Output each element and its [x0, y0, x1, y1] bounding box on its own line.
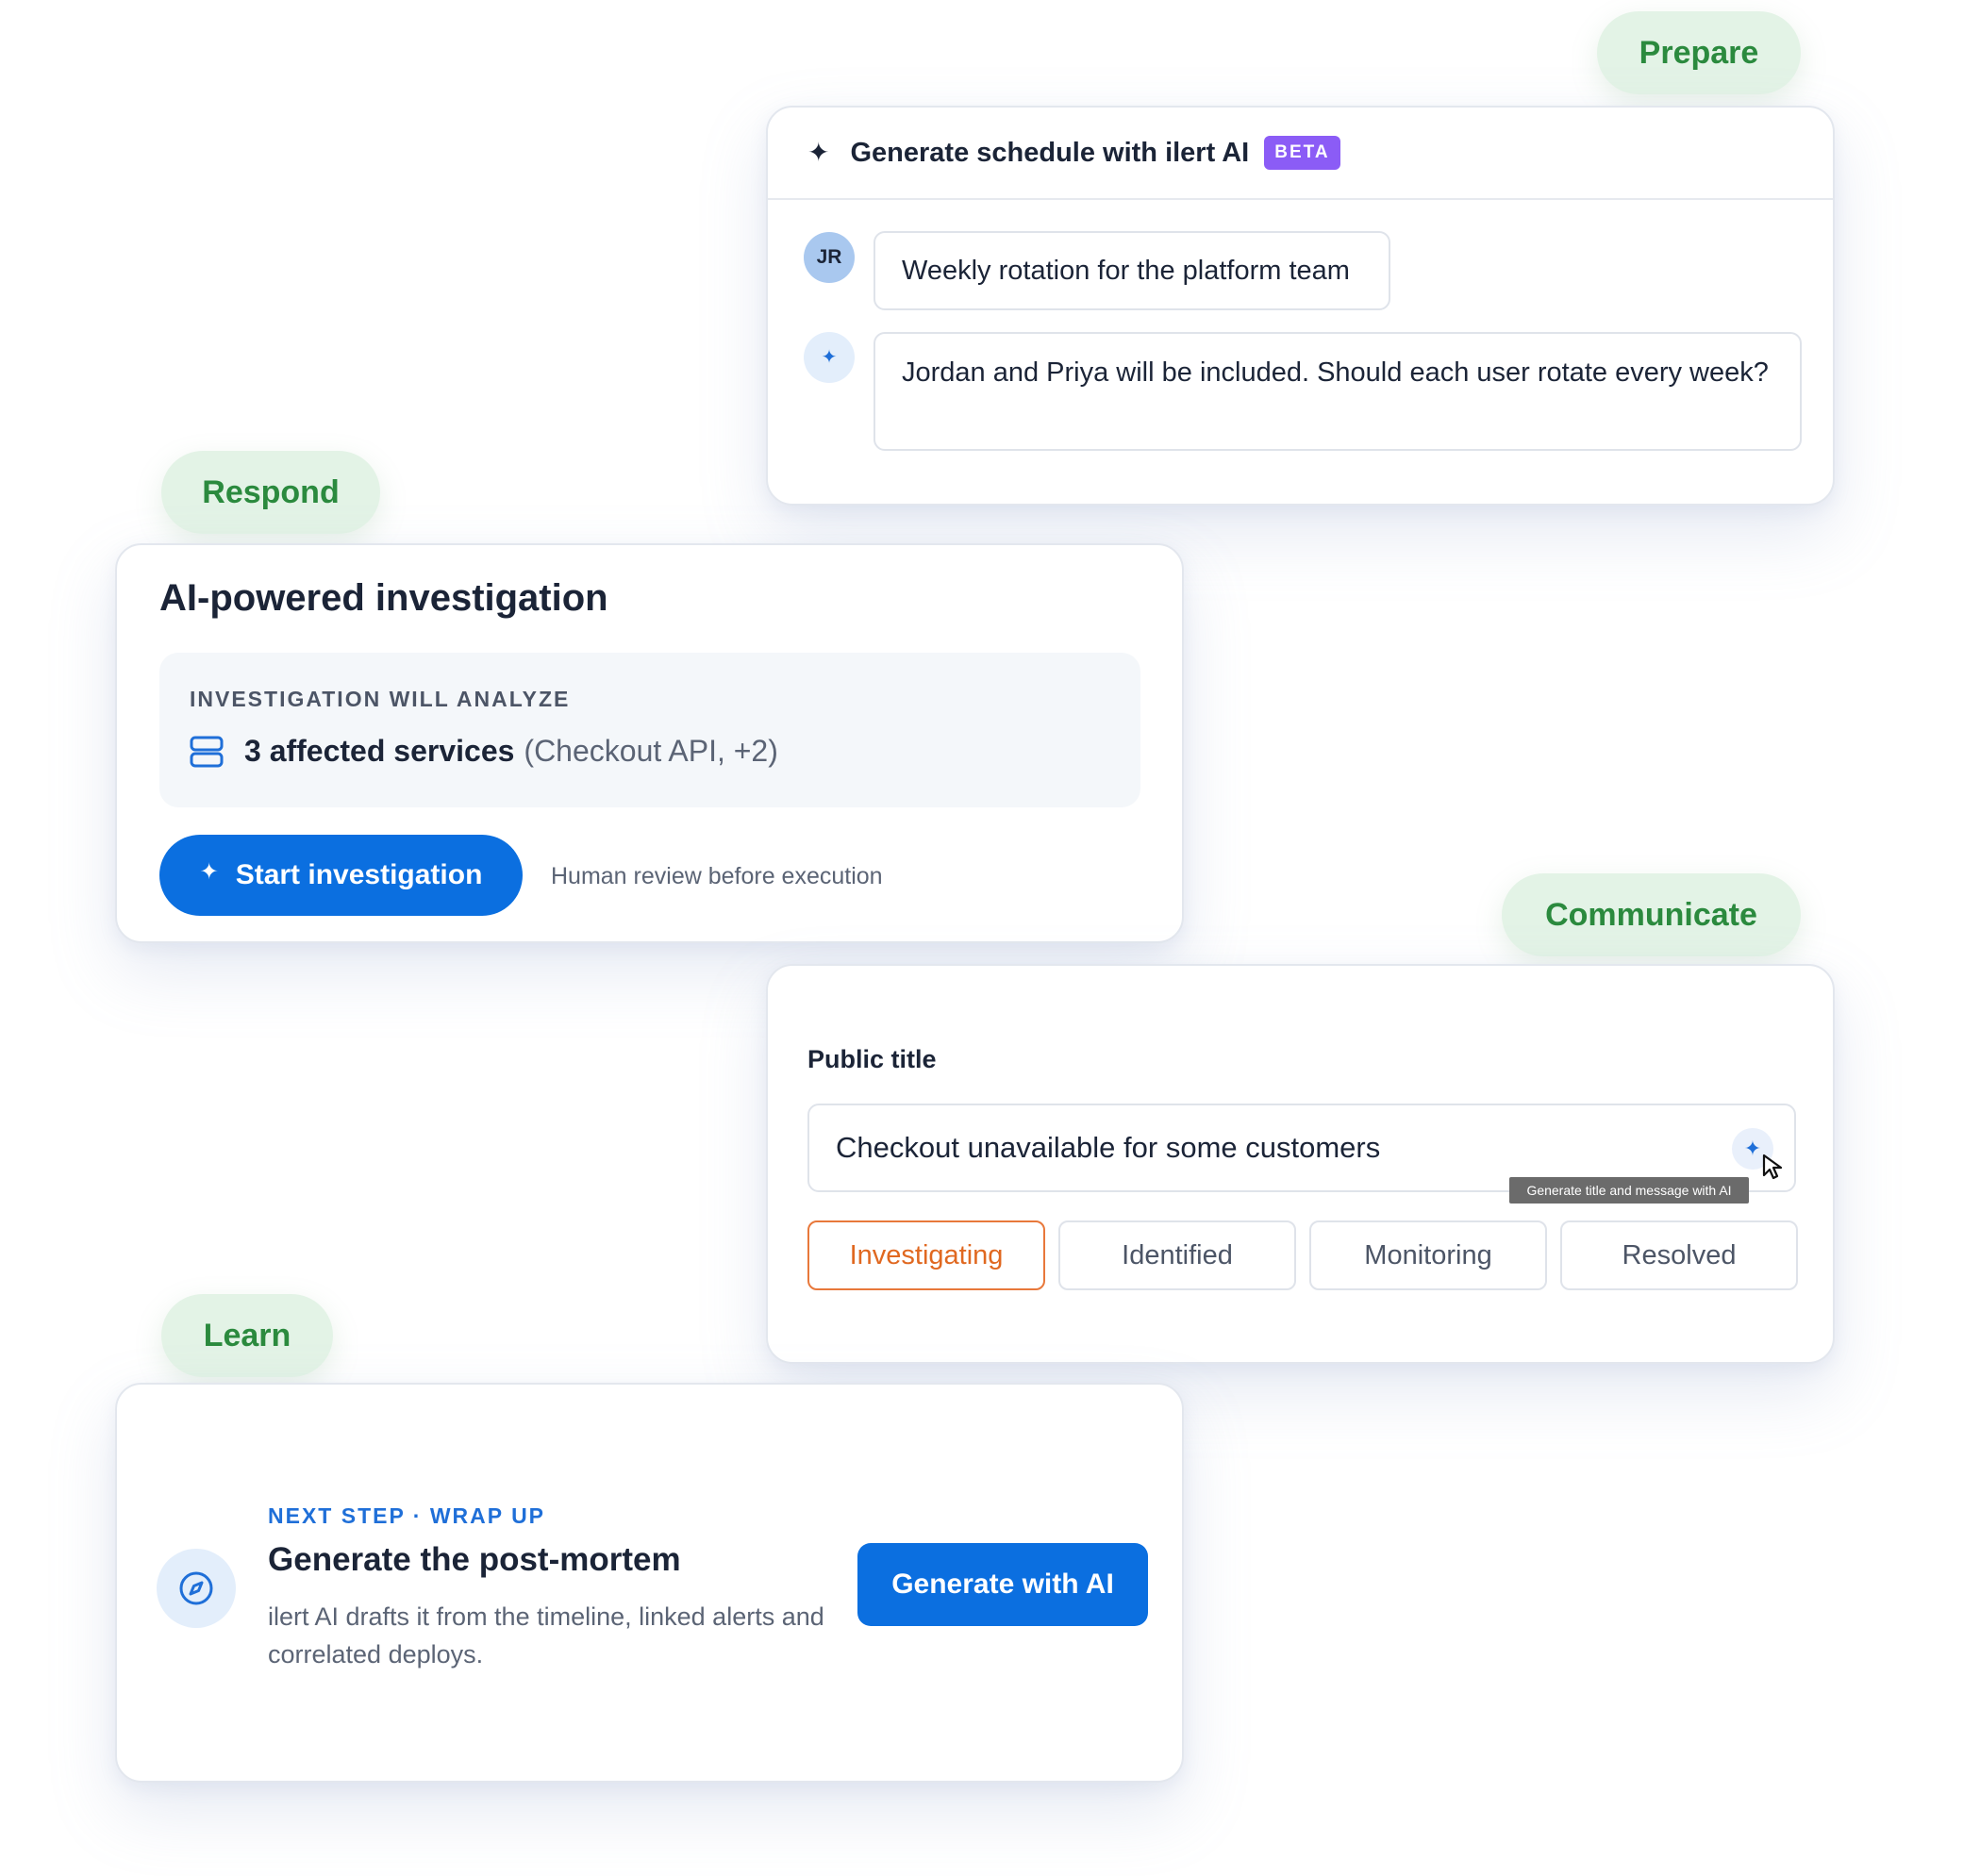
analyze-label: INVESTIGATION WILL ANALYZE: [190, 687, 571, 711]
status-selector: Investigating Identified Monitoring Reso…: [807, 1220, 1798, 1290]
status-monitoring-button[interactable]: Monitoring: [1309, 1220, 1547, 1290]
post-mortem-title: Generate the post-mortem: [268, 1541, 681, 1578]
stage-pill-respond: Respond: [161, 451, 380, 534]
public-title-label: Public title: [807, 1045, 937, 1073]
stage-pill-communicate: Communicate: [1502, 873, 1801, 956]
start-investigation-button[interactable]: ✦ Start investigation: [159, 835, 523, 916]
sparkle-icon: ✦: [821, 347, 838, 368]
learn-card: NEXT STEP · WRAP UP Generate the post-mo…: [115, 1383, 1184, 1783]
status-resolved-button[interactable]: Resolved: [1560, 1220, 1798, 1290]
ai-generate-title-button[interactable]: ✦: [1732, 1128, 1773, 1170]
ai-generate-tooltip: Generate title and message with AI: [1509, 1177, 1749, 1204]
public-title-input[interactable]: Checkout unavailable for some customers …: [807, 1104, 1796, 1192]
prepare-header: ✦ Generate schedule with ilert AI BETA: [768, 108, 1833, 200]
sparkle-icon: ✦: [807, 138, 830, 167]
communicate-card: Public title Checkout unavailable for so…: [766, 964, 1835, 1364]
status-identified-button[interactable]: Identified: [1058, 1220, 1296, 1290]
generate-with-ai-button[interactable]: Generate with AI: [857, 1543, 1148, 1626]
public-title-value: Checkout unavailable for some customers: [836, 1131, 1381, 1164]
sparkle-icon: ✦: [1743, 1137, 1762, 1160]
ai-message-bubble: Jordan and Priya will be included. Shoul…: [874, 332, 1802, 451]
user-avatar: JR: [804, 232, 855, 283]
ai-avatar: ✦: [804, 332, 855, 383]
compass-icon: [179, 1571, 213, 1605]
human-review-note: Human review before execution: [551, 863, 883, 889]
prepare-card: ✦ Generate schedule with ilert AI BETA J…: [766, 106, 1835, 506]
analyze-box: INVESTIGATION WILL ANALYZE 3 affected se…: [159, 653, 1140, 807]
stage-pill-learn: Learn: [161, 1294, 333, 1377]
affected-services-row: 3 affected services (Checkout API, +2): [190, 734, 778, 769]
next-step-label: NEXT STEP · WRAP UP: [268, 1503, 546, 1528]
start-investigation-label: Start investigation: [235, 859, 483, 890]
respond-card: AI-powered investigation INVESTIGATION W…: [115, 543, 1184, 943]
status-investigating-button[interactable]: Investigating: [807, 1220, 1045, 1290]
server-icon: [190, 736, 224, 767]
cursor-icon: [1762, 1154, 1783, 1180]
affected-services-count: 3 affected services: [244, 734, 515, 768]
post-mortem-description: ilert AI drafts it from the timeline, li…: [268, 1602, 824, 1668]
affected-services-detail: (Checkout API, +2): [524, 734, 778, 768]
prepare-header-title: Generate schedule with ilert AI: [850, 137, 1250, 168]
investigation-title: AI-powered investigation: [159, 577, 608, 619]
user-message-bubble: Weekly rotation for the platform team: [874, 231, 1390, 310]
sparkle-icon: ✦: [199, 859, 219, 885]
stage-pill-prepare: Prepare: [1597, 11, 1801, 94]
compass-icon-wrap: [157, 1549, 236, 1628]
beta-badge: BETA: [1264, 136, 1340, 170]
